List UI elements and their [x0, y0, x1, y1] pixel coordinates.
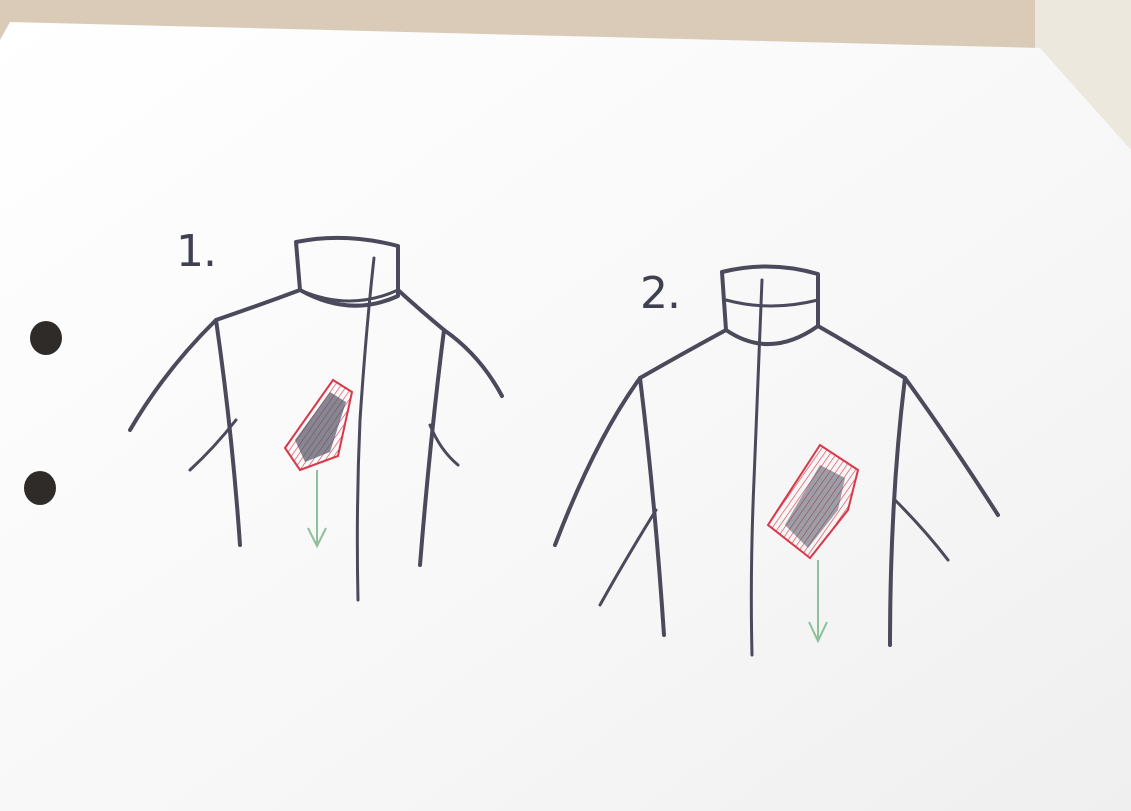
- sketch-1-label: 1.: [176, 226, 216, 277]
- paper-sheet: [0, 22, 1131, 811]
- sketch-2-label: 2.: [640, 268, 680, 319]
- binder-hole-bottom: [24, 471, 56, 505]
- binder-hole-top: [30, 321, 62, 355]
